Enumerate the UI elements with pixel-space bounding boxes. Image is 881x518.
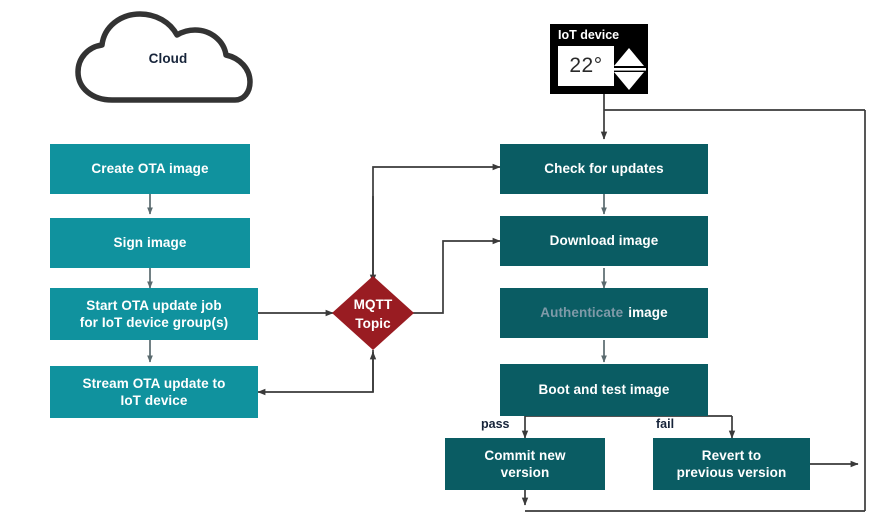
mqtt-diamond-shape[interactable] [332, 276, 414, 350]
node-check-for-updates[interactable]: Check for updates [500, 144, 708, 194]
cloud-shape [75, 11, 253, 103]
node-label: Sign image [113, 235, 187, 251]
node-create-ota-image[interactable]: Create OTA image [50, 144, 250, 194]
node-label: Stream OTA update to IoT device [82, 375, 226, 408]
node-label: Boot and test image [538, 382, 670, 398]
node-commit-new-version[interactable]: Commit new version [445, 438, 605, 490]
node-label-emphasis: image [628, 305, 668, 321]
branch-label-fail: fail [656, 417, 675, 431]
node-start-ota-update-job[interactable]: Start OTA update job for IoT device grou… [50, 288, 258, 340]
cloud-label: Cloud [148, 51, 188, 67]
node-label: Create OTA image [91, 161, 209, 177]
node-label-dim: Authenticate [540, 305, 624, 321]
node-stream-ota-update[interactable]: Stream OTA update to IoT device [50, 366, 258, 418]
node-label: Revert to previous version [676, 447, 787, 480]
iot-device-display: 22° [558, 46, 614, 86]
node-label: Download image [549, 233, 659, 249]
node-label: Commit new version [484, 447, 566, 480]
device-divider [612, 68, 646, 71]
node-boot-and-test-image[interactable]: Boot and test image [500, 364, 708, 416]
branch-label-pass: pass [481, 417, 510, 431]
mqtt-label-line2: Topic [355, 315, 391, 331]
triangle-up-icon[interactable] [614, 48, 644, 66]
node-download-image[interactable]: Download image [500, 216, 708, 266]
mqtt-label-line1: MQTT [353, 297, 393, 313]
edge-mqtt-to-download [413, 237, 501, 314]
triangle-down-icon[interactable] [614, 72, 644, 90]
node-revert-to-previous-version[interactable]: Revert to previous version [653, 438, 810, 490]
node-label: Start OTA update job for IoT device grou… [79, 297, 229, 330]
mqtt-topic-label: MQTT Topic [333, 292, 413, 336]
node-sign-image[interactable]: Sign image [50, 218, 250, 268]
node-label: Check for updates [544, 161, 664, 177]
iot-device-title: IoT device [558, 28, 620, 42]
node-authenticate-image[interactable]: Authenticate image [500, 288, 708, 338]
